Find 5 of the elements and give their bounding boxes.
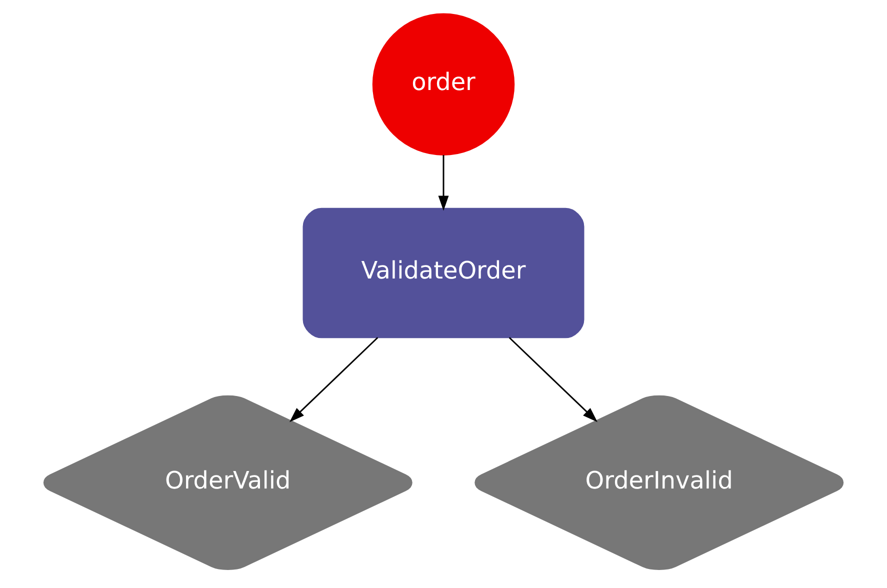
- node-circle: order: [372, 13, 515, 156]
- node-box: ValidateOrder: [302, 208, 584, 338]
- arrow: [290, 337, 378, 422]
- arrow: [508, 337, 598, 422]
- arrow: [438, 155, 449, 211]
